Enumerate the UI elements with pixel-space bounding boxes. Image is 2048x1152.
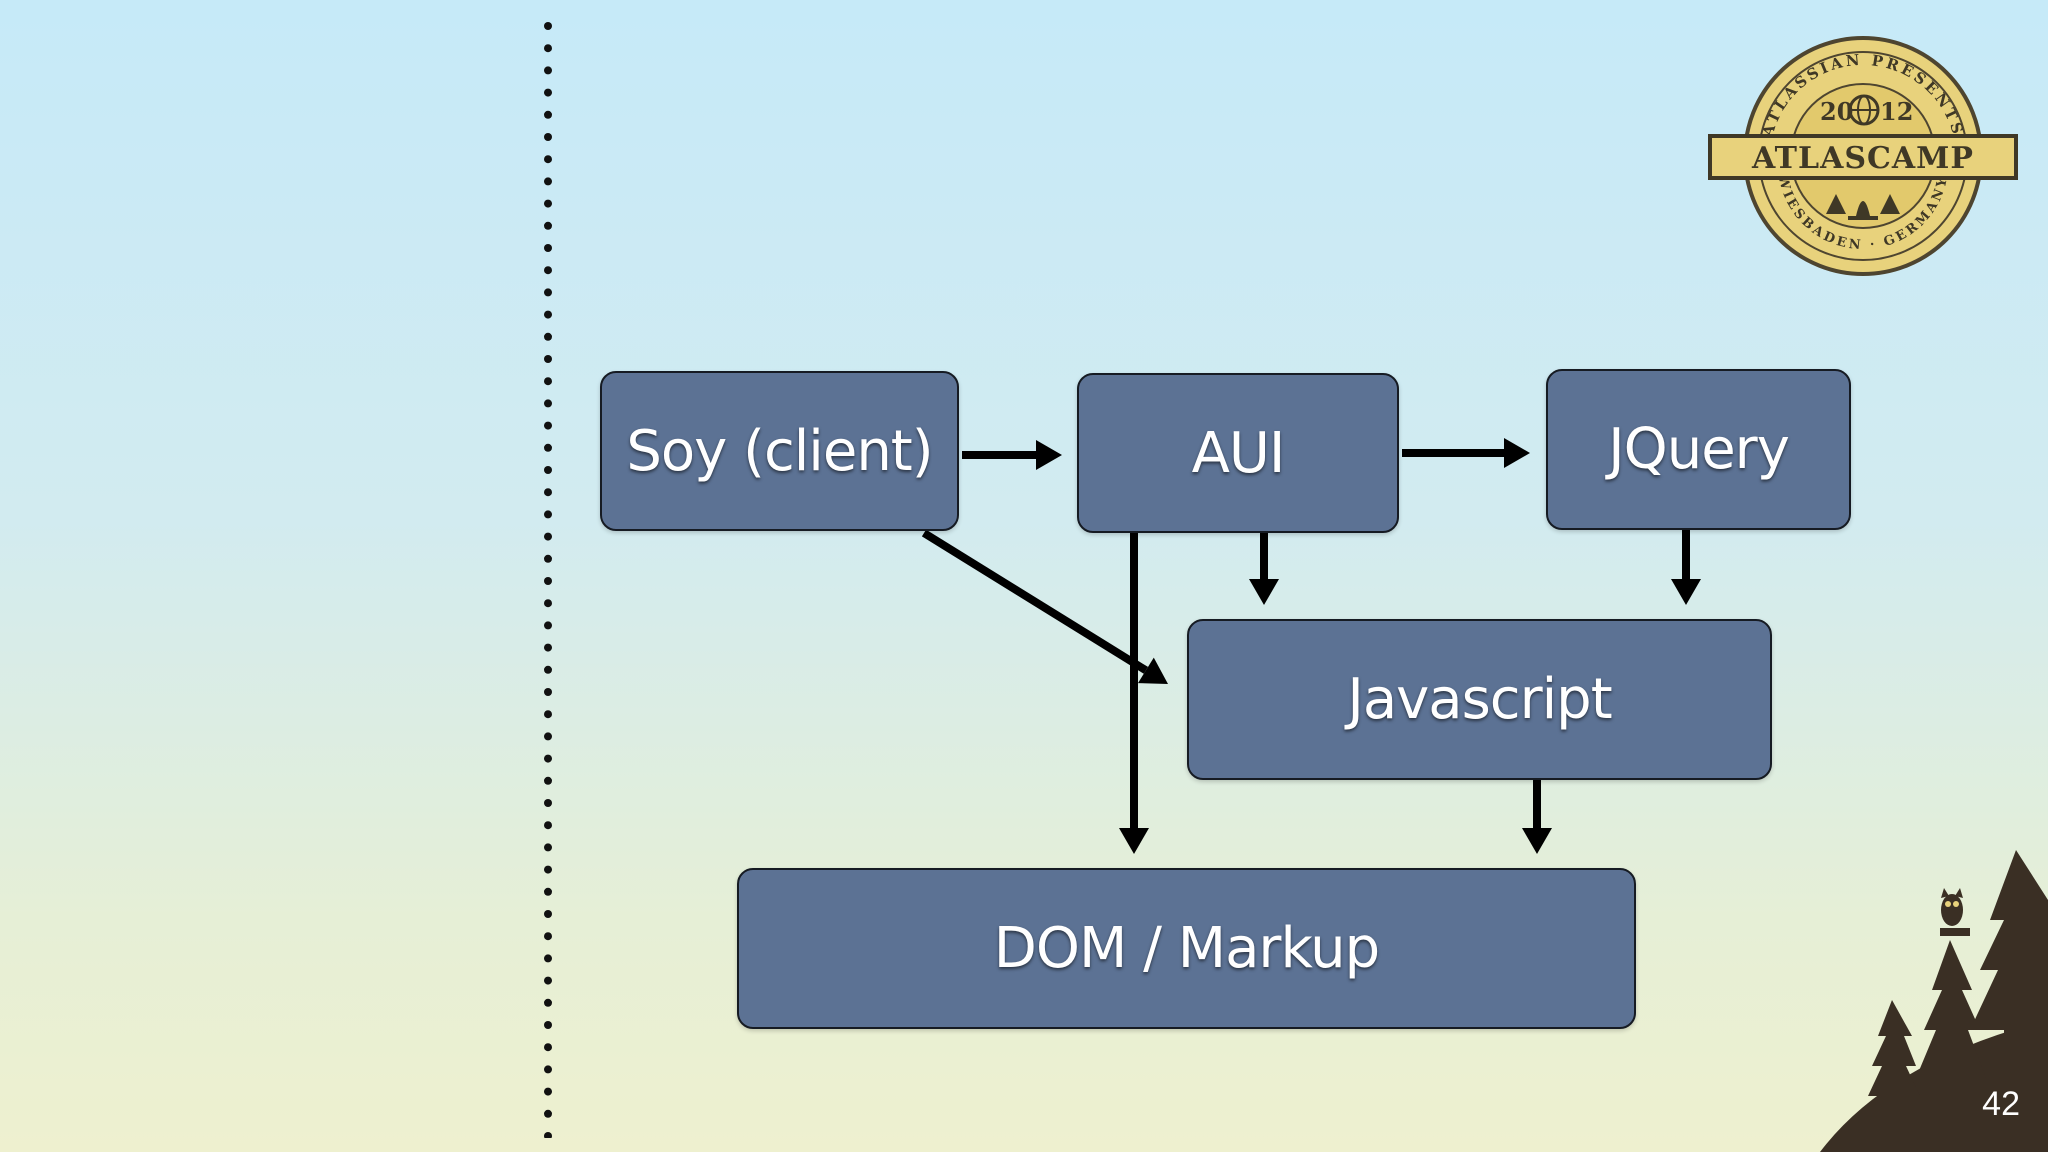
- divider-dot: [544, 332, 552, 341]
- tree-icon: [1970, 850, 2048, 1055]
- divider-dot: [544, 865, 552, 874]
- globe-icon: [1848, 94, 1880, 126]
- divider-dot: [544, 843, 552, 852]
- campfire-icon: [1826, 194, 1900, 220]
- divider-dot: [544, 621, 552, 630]
- divider-dot: [544, 976, 552, 985]
- slide-number: 42: [1982, 1085, 2020, 1123]
- divider-dot: [544, 688, 552, 696]
- divider-dot: [544, 954, 552, 963]
- divider-dot: [544, 1087, 552, 1096]
- node-label: Soy (client): [626, 418, 933, 484]
- divider-dot: [544, 443, 552, 452]
- divider-dot: [544, 998, 552, 1007]
- divider-dot: [544, 776, 552, 785]
- divider-dot: [544, 1021, 552, 1029]
- divider-dot: [544, 22, 552, 30]
- divider-dot: [544, 221, 552, 230]
- divider-dot: [544, 510, 552, 519]
- node-label: AUI: [1191, 420, 1286, 486]
- divider-dot: [544, 532, 552, 541]
- divider-dot: [544, 377, 552, 386]
- divider-dot: [544, 244, 552, 252]
- divider-dot: [544, 710, 552, 719]
- divider-dot: [544, 155, 552, 164]
- divider-dot: [544, 910, 552, 918]
- divider-dot: [544, 133, 552, 141]
- arrowhead-aui-to-jquery: [1504, 438, 1530, 468]
- divider-dot: [544, 88, 552, 97]
- forest-hill-decoration: [1820, 850, 2048, 1152]
- divider-dot: [544, 310, 552, 319]
- arrowhead-jquery-to-javascript: [1671, 579, 1701, 605]
- divider-dot: [544, 266, 552, 275]
- arrowhead-aui-to-javascript: [1249, 579, 1279, 605]
- dotted-divider: [544, 22, 552, 1138]
- divider-dot: [544, 754, 552, 763]
- divider-dot: [544, 732, 552, 741]
- divider-dot: [544, 932, 552, 941]
- divider-dot: [544, 399, 552, 408]
- divider-dot: [544, 44, 552, 53]
- divider-dot: [544, 554, 552, 563]
- divider-dot: [544, 1065, 552, 1074]
- divider-dot: [544, 177, 552, 186]
- arrowhead-javascript-to-dom: [1522, 828, 1552, 854]
- owl-icon: [1940, 888, 1970, 936]
- divider-dot: [544, 466, 552, 474]
- node-label: Javascript: [1347, 667, 1612, 732]
- divider-dot: [544, 599, 552, 608]
- tree-icon: [1916, 940, 1986, 1098]
- divider-dot: [544, 488, 552, 497]
- arrowhead-soy-to-javascript: [1137, 657, 1168, 684]
- atlascamp-logo: ATLASSIAN PRESENTS WIESBADEN · GERMANY 2…: [1708, 36, 2018, 276]
- node-soy-client: Soy (client): [600, 371, 959, 531]
- divider-dot: [544, 665, 552, 674]
- divider-dot: [544, 421, 552, 430]
- logo-year-right: 12: [1880, 97, 1913, 126]
- divider-dot: [544, 288, 552, 297]
- divider-dot: [544, 821, 552, 830]
- divider-dot: [544, 577, 552, 585]
- divider-dot: [544, 199, 552, 208]
- divider-dot: [544, 887, 552, 896]
- arrowhead-soy-to-aui: [1036, 440, 1062, 470]
- divider-dot: [544, 355, 552, 363]
- divider-dot: [544, 110, 552, 119]
- divider-dot: [544, 1132, 552, 1138]
- tree-icon: [1868, 1000, 1920, 1112]
- arrow-soy-to-javascript: [921, 529, 1148, 674]
- node-jquery: JQuery: [1546, 369, 1851, 530]
- node-label: JQuery: [1608, 417, 1790, 482]
- divider-dot: [544, 643, 552, 652]
- node-label: DOM / Markup: [993, 916, 1380, 981]
- divider-dot: [544, 799, 552, 807]
- node-dom-markup: DOM / Markup: [737, 868, 1636, 1029]
- arrowhead-aui-to-dom: [1119, 828, 1149, 854]
- divider-dot: [544, 1043, 552, 1052]
- node-aui: AUI: [1077, 373, 1399, 533]
- node-javascript: Javascript: [1187, 619, 1772, 780]
- logo-year-left: 20: [1820, 97, 1853, 126]
- logo-banner: ATLASCAMP: [1751, 141, 1974, 176]
- divider-dot: [544, 1109, 552, 1118]
- divider-dot: [544, 66, 552, 75]
